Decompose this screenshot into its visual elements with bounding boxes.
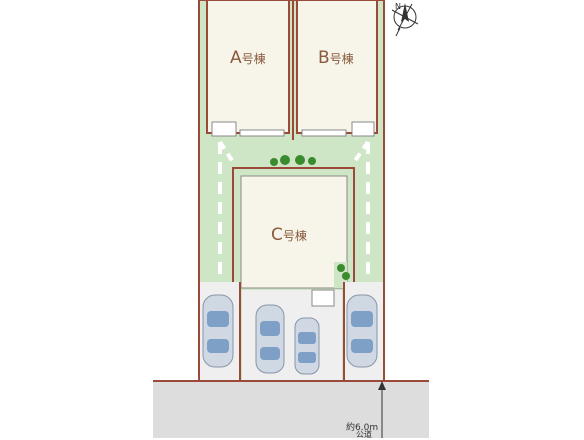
walkway-b-top (350, 140, 370, 167)
building-a-porch (211, 121, 237, 137)
tree-icon (295, 155, 305, 165)
walkway-a-top (218, 140, 237, 167)
building-b-porch (351, 121, 375, 137)
tree-icon (308, 157, 316, 165)
road-width-label: 約6.0m (346, 423, 379, 433)
lot-boundary-c (232, 167, 355, 290)
car-icon (346, 294, 378, 368)
building-c (240, 175, 348, 289)
tree-icon (342, 272, 350, 280)
building-c-step (311, 289, 335, 307)
tree-icon (337, 264, 345, 272)
car-icon (294, 317, 320, 375)
car-icon (202, 294, 234, 368)
north-arrow-tail (395, 27, 401, 37)
arrow-head-icon (378, 381, 386, 390)
building-c-label: C号棟 (271, 225, 307, 245)
building-a (206, 0, 290, 134)
tree-icon (270, 158, 278, 166)
north-arrow-icon (391, 3, 419, 31)
road (153, 382, 429, 438)
building-a-step (239, 129, 285, 137)
car-icon (255, 304, 285, 374)
north-letter: N (395, 2, 401, 11)
building-b-label: B号棟 (318, 48, 354, 68)
road-type-label: 公道 (356, 430, 372, 439)
tree-icon (280, 155, 290, 165)
building-a-label: A号棟 (230, 48, 266, 68)
building-b-step (301, 129, 347, 137)
